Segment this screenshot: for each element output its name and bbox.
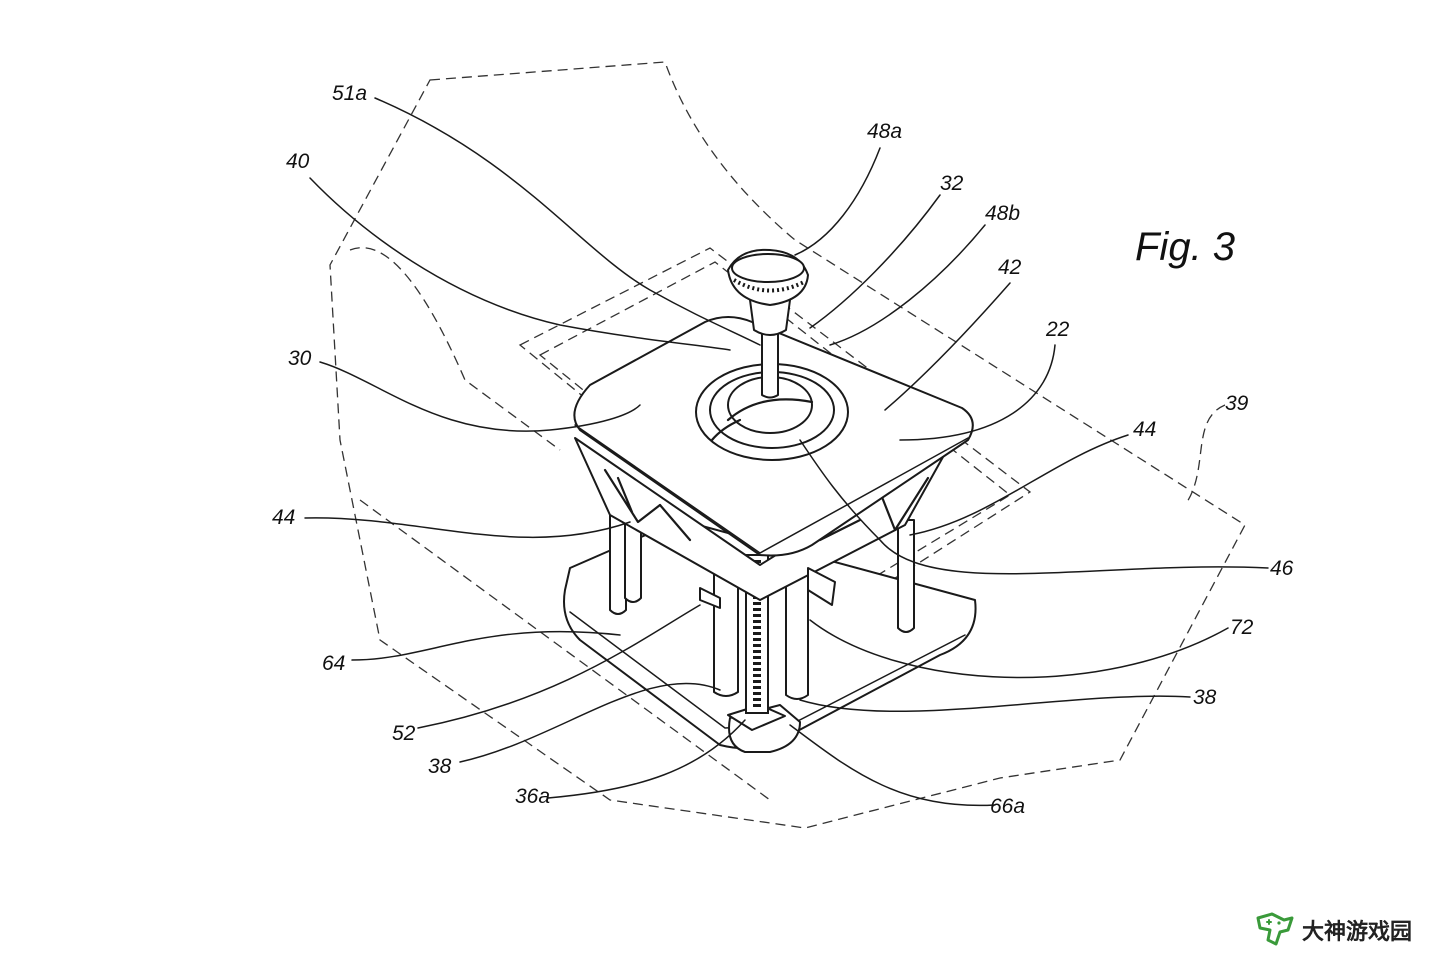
label-64: 64 [322,652,345,675]
label-39: 39 [1225,392,1249,415]
label-44-left: 44 [272,506,295,529]
frame-44 [574,437,949,609]
base-plate-64 [563,519,977,753]
leader-lines [304,97,1269,807]
label-32: 32 [940,172,964,195]
label-44-right: 44 [1133,418,1156,441]
watermark-text: 大神游戏园 [1302,920,1413,945]
label-48b: 48b [985,202,1020,225]
figure-title: Fig. 3 [1135,225,1235,269]
support-posts [609,504,915,700]
label-66a: 66a [990,795,1025,818]
reference-labels: Fig. 3 51a 48a 40 32 48b 42 22 30 39 44 … [272,82,1294,818]
watermark: 大神游戏园 [1254,908,1412,952]
label-48a: 48a [867,120,902,143]
label-36a: 36a [515,785,550,808]
label-38-left: 38 [428,755,452,778]
label-42: 42 [998,256,1022,279]
label-40: 40 [286,150,310,173]
label-51a: 51a [332,82,367,105]
label-30: 30 [288,347,312,370]
label-52: 52 [392,722,416,745]
gamepad-logo-icon [1256,912,1294,946]
label-22: 22 [1045,318,1070,341]
label-72: 72 [1230,616,1254,639]
label-46: 46 [1270,557,1294,580]
label-38-right: 38 [1193,686,1217,709]
joystick-32 [727,248,809,399]
gimbal-46 [695,363,849,461]
